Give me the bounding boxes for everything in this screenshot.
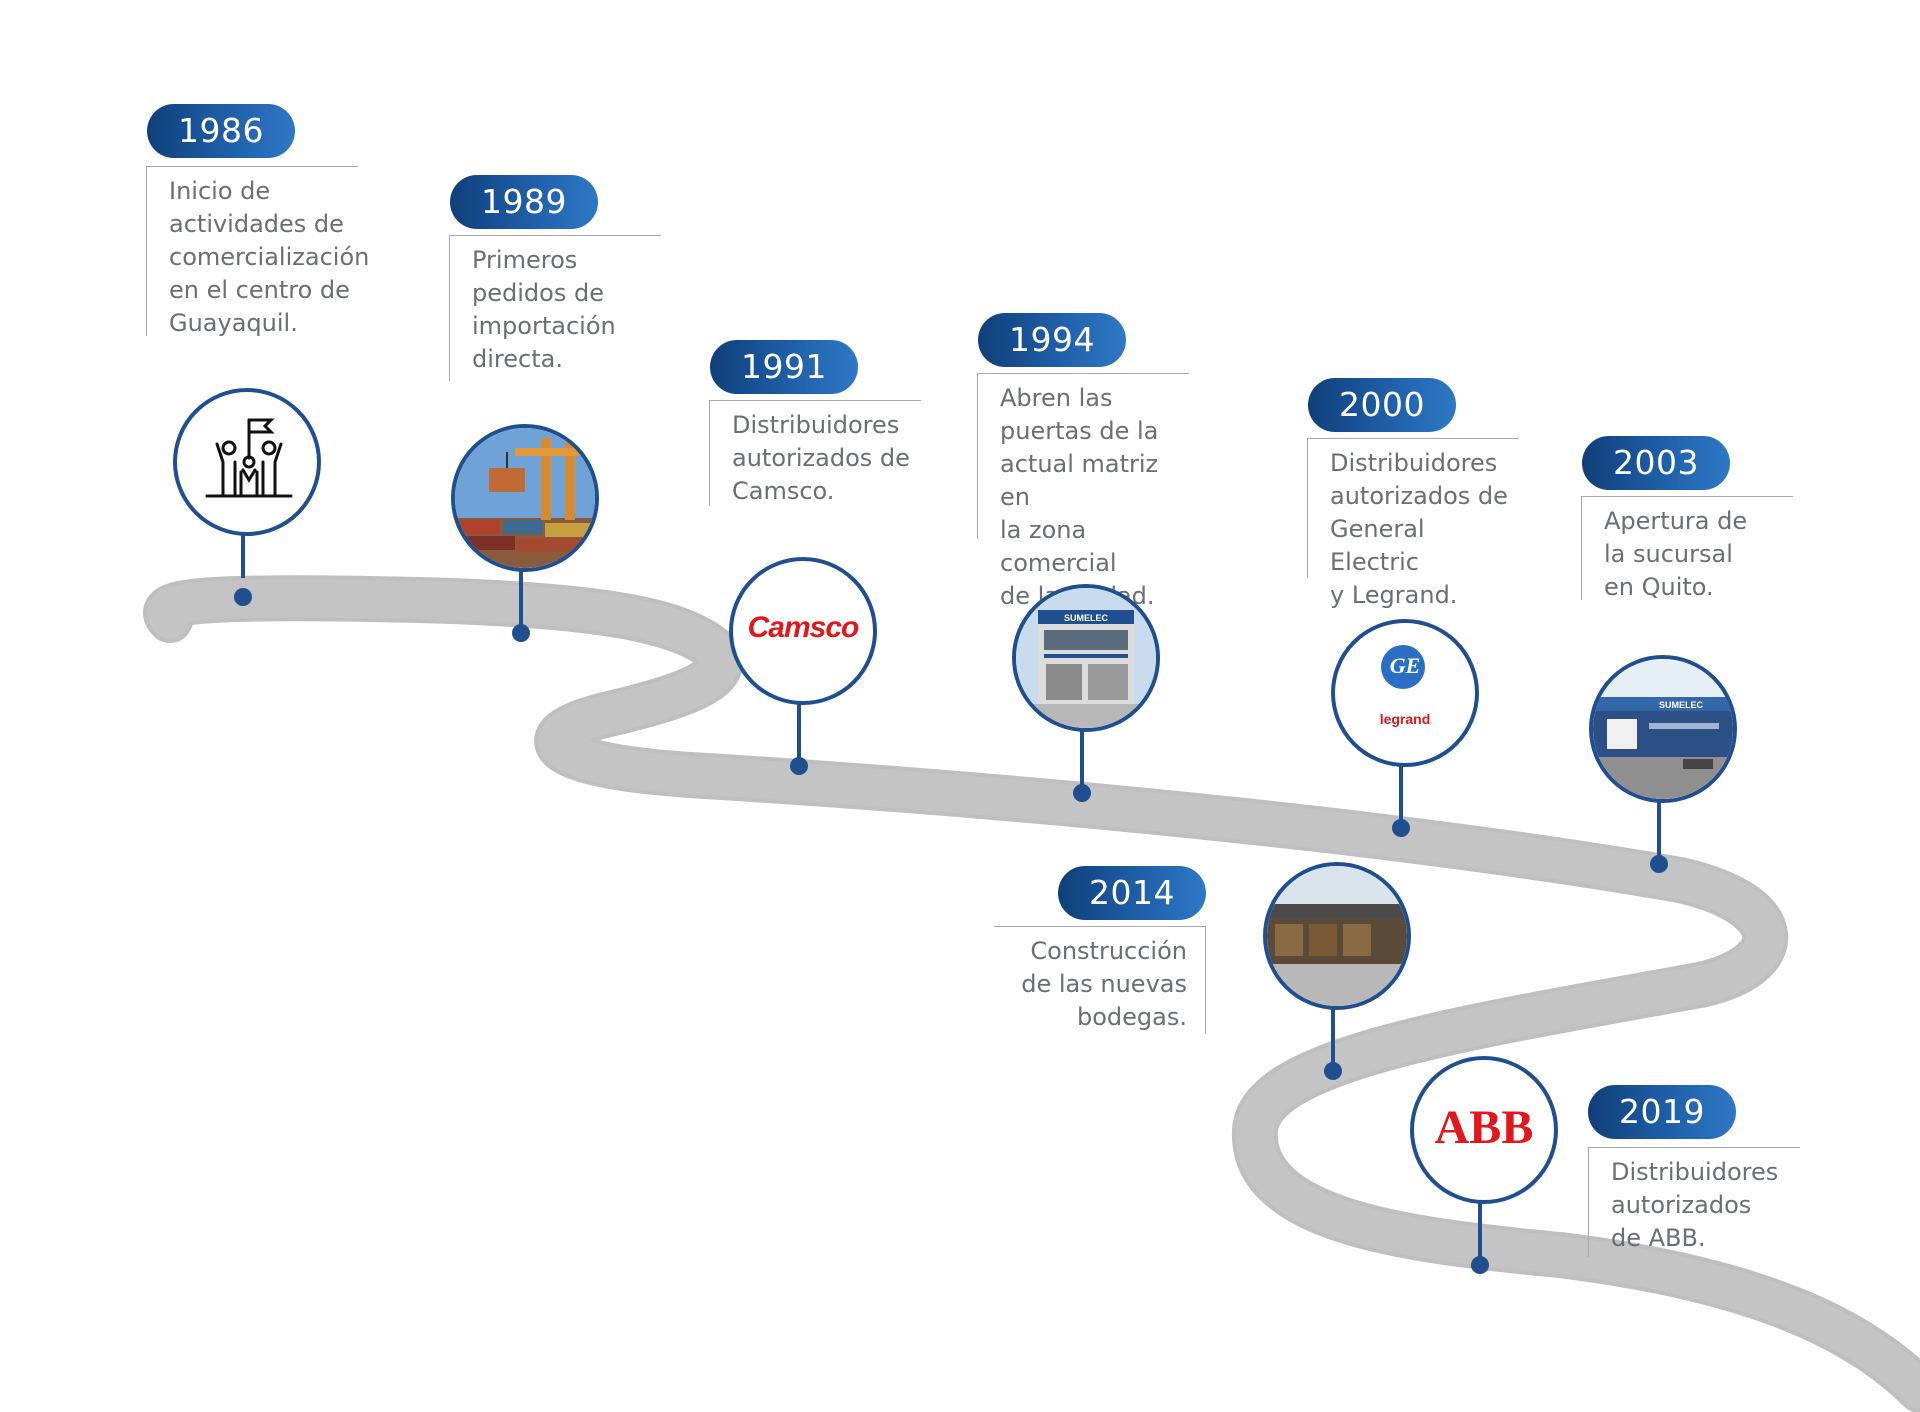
year-pill-2014: 2014 bbox=[1058, 866, 1206, 920]
year-pill-1991: 1991 bbox=[710, 340, 858, 394]
abb-logo: ABB bbox=[1410, 1056, 1558, 1204]
event-description-2000: Distribuidores autorizados de General El… bbox=[1307, 438, 1519, 609]
year-pill-1986: 1986 bbox=[147, 104, 295, 158]
team-flag-icon bbox=[173, 388, 321, 536]
year-pill-2003: 2003 bbox=[1582, 436, 1730, 490]
headquarters-photo: SUMELEC bbox=[1012, 584, 1160, 732]
quito-branch-photo: SUMELEC bbox=[1589, 655, 1737, 803]
year-pill-2019: 2019 bbox=[1588, 1085, 1736, 1139]
sumelec-sign-2003: SUMELEC bbox=[1659, 700, 1704, 710]
event-description-2014: Construcción de las nuevas bodegas. bbox=[994, 926, 1206, 1034]
legrand-logo-text: legrand bbox=[1379, 711, 1431, 727]
year-pill-1994: 1994 bbox=[978, 313, 1126, 367]
camsco-logo: Camsco bbox=[729, 557, 877, 705]
warehouse-photo bbox=[1263, 862, 1411, 1010]
ge-legrand-logo: GE legrand bbox=[1331, 619, 1479, 767]
year-pill-1989: 1989 bbox=[450, 175, 598, 229]
event-description-1989: Primeros pedidos de importación directa. bbox=[449, 235, 661, 381]
event-description-2003: Apertura de la sucursal en Quito. bbox=[1581, 496, 1793, 601]
event-description-1994: Abren las puertas de la actual matriz en… bbox=[977, 373, 1189, 610]
abb-logo-text: ABB bbox=[1434, 1101, 1534, 1154]
port-cranes-photo bbox=[451, 424, 599, 572]
camsco-logo-text: Camsco bbox=[747, 611, 860, 644]
event-description-2019: Distribuidores autorizados de ABB. bbox=[1588, 1147, 1800, 1257]
ge-logo-text: GE bbox=[1389, 653, 1421, 678]
event-description-1986: Inicio de actividades de comercializació… bbox=[146, 166, 369, 337]
year-pill-2000: 2000 bbox=[1308, 378, 1456, 432]
sumelec-sign-1994: SUMELEC bbox=[1064, 613, 1109, 623]
event-description-1991: Distribuidores autorizados de Camsco. bbox=[709, 400, 921, 506]
